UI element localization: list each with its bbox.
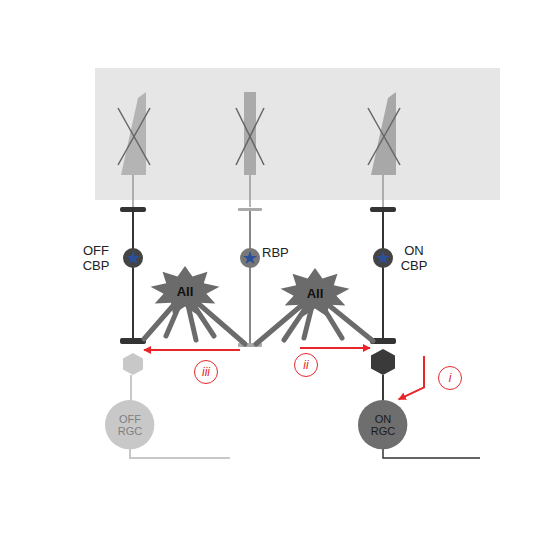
cone-photoreceptor	[368, 92, 400, 207]
callout-number: iii	[194, 360, 218, 384]
amacrine-cell: AII	[150, 266, 220, 316]
callout-number: ii	[294, 353, 318, 377]
ganglion-cell: ON RGC	[357, 399, 408, 450]
off-bipolar-cell	[120, 207, 146, 344]
signal-arrow	[399, 356, 424, 399]
cell-label: AII	[307, 286, 324, 301]
cone-photoreceptor	[118, 92, 150, 207]
cell-label: OFF CBP	[78, 244, 114, 274]
callout-number: i	[438, 366, 462, 390]
cell-label: OFF RGC	[112, 413, 148, 437]
photoreceptor-band	[95, 68, 500, 200]
cell-label: RBP	[262, 246, 298, 261]
signal-arrow	[300, 347, 370, 349]
bipolar-cell: OFF CBP	[78, 244, 144, 356]
ganglion-cell: OFF RGC	[104, 399, 155, 450]
cell-label: ON CBP	[396, 244, 432, 274]
amacrine-cell: AII	[280, 268, 350, 318]
signal-arrow	[144, 349, 240, 351]
on-bipolar-cell	[370, 207, 396, 344]
rod-bipolar-cell	[238, 208, 262, 347]
cell-label: AII	[177, 284, 194, 299]
rod-photoreceptor	[236, 92, 264, 207]
bipolar-cell: ON CBP	[370, 244, 434, 356]
cell-label: ON RGC	[365, 413, 401, 437]
